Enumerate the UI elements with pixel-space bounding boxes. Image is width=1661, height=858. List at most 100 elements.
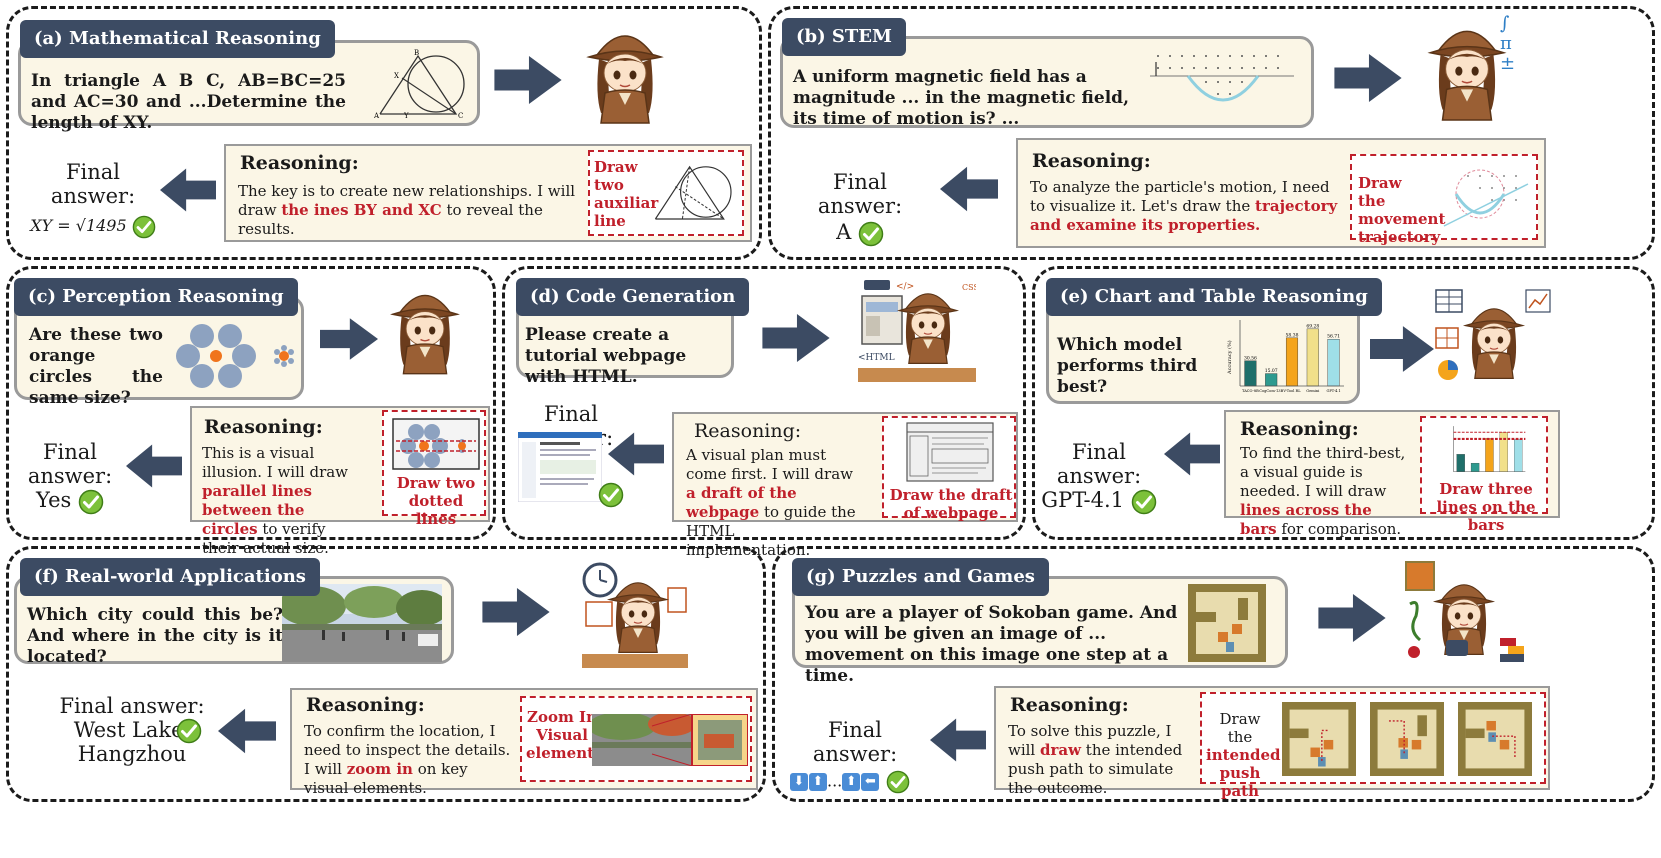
arrow-left-icon — [218, 708, 276, 754]
arrow-left-icon — [608, 432, 664, 476]
panel-f-draw-box: Zoom In Visual elements — [520, 696, 752, 782]
bar-Gemini — [1306, 328, 1319, 387]
panel-a — [6, 6, 762, 260]
svg-text:B: B — [414, 49, 419, 57]
check-icon — [858, 221, 884, 247]
gamer-detective-icon — [1405, 561, 1524, 662]
bar-category-label: V-Tool RL — [1282, 389, 1301, 393]
bar-GPT-4.1 — [1514, 439, 1523, 472]
panel-g-title: (g) Puzzles and Games — [792, 558, 1049, 596]
panel-e-draw-box: Draw three lines on the bars — [1420, 416, 1548, 534]
bar-value-label: 58.38 — [1286, 332, 1299, 338]
panel-a-question: In triangle A B C, AB=BC=25 and AC=30 an… — [31, 71, 346, 133]
panel-d-reasoning: A visual plan must come first. I will dr… — [686, 446, 856, 559]
final-answer-label: Final answer: — [1056, 440, 1142, 488]
bar-category-label: TACO-8B — [1242, 389, 1259, 393]
detective-character-icon — [575, 14, 675, 126]
arrow-left-icon — [126, 444, 182, 488]
key-up-icon: ⬆ — [809, 772, 827, 791]
panel-d-question: Please create a tutorial webpage with HT… — [525, 325, 687, 387]
bar-category-label: GPT-4.1 — [1327, 389, 1341, 393]
bar-V-Tool RL — [1285, 337, 1299, 387]
chart-ylabel: Accuracy (%) — [1226, 340, 1233, 375]
panel-a-final: Final answer: XY = √1495 — [26, 160, 160, 239]
final-answer-value-line-2: Hangzhou — [77, 742, 187, 766]
webpage-screenshot — [518, 432, 602, 502]
final-answer-label: Final answer: — [50, 160, 136, 208]
final-answer-label: Final answer: — [27, 440, 113, 488]
webpage-draft-sketch — [906, 422, 994, 482]
panel-e-title: (e) Chart and Table Reasoning — [1046, 278, 1382, 316]
bar-value-label: 69.28 — [1306, 323, 1319, 329]
panel-c — [6, 266, 496, 540]
panel-c-title: (c) Perception Reasoning — [14, 278, 298, 316]
panel-f-question: Which city could this be? And where in t… — [27, 605, 283, 667]
panel-b — [768, 6, 1655, 260]
ellipsis: ... — [827, 771, 843, 791]
check-icon — [132, 215, 156, 239]
check-icon — [176, 718, 202, 744]
draw-label: Zoom In Visual elements — [526, 708, 603, 762]
panel-b-draw-box: Draw the movement trajectory — [1350, 154, 1538, 246]
check-icon — [886, 770, 910, 794]
draw-label: Draw the draft of webpage — [889, 486, 1013, 522]
bar-value-label: 15.07 — [1265, 368, 1278, 374]
panel-g-reasoning: To solve this puzzle, I will draw the in… — [1008, 722, 1183, 797]
sokoban-path-board-3 — [1458, 702, 1532, 776]
final-answer-label: Final answer: — [812, 718, 898, 766]
bar-chart-with-lines — [1453, 426, 1526, 472]
bar-V-Tool RL — [1485, 438, 1494, 472]
key-down-icon: ⬇ — [790, 772, 808, 791]
draw-label: Draw the movement trajectory — [1358, 174, 1446, 246]
panel-c-reasoning: This is a visual illusion. I will draw p… — [202, 444, 349, 557]
bar-CogCom-13B — [1265, 373, 1278, 387]
svg-text:A: A — [374, 112, 380, 120]
geometry-figure: AB CX Y — [374, 49, 465, 120]
panel-g-final: Final answer: ⬇⬆...⬆⬅ — [790, 718, 920, 792]
panel-a-draw-box: Draw two auxiliar line — [588, 150, 744, 236]
svg-text:CSS: CSS — [962, 283, 976, 292]
final-answer-value: A — [836, 220, 852, 244]
check-icon — [78, 489, 104, 515]
panel-f — [6, 546, 766, 802]
arrow-right-icon — [320, 316, 378, 362]
svg-text:<HTML: <HTML — [858, 353, 895, 363]
coding-detective-icon: </> CSS <HTML — [858, 280, 976, 382]
reasoning-title: Reasoning: — [204, 416, 323, 438]
sokoban-path-board-2 — [1370, 702, 1444, 776]
panel-d-draw-box: Draw the draft of webpage — [882, 416, 1016, 522]
final-answer-value: Yes — [36, 488, 72, 512]
key-left-icon: ⬅ — [861, 772, 880, 791]
panel-g-question: You are a player of Sokoban game. And yo… — [805, 603, 1178, 686]
bar-value-label: 56.71 — [1327, 334, 1340, 340]
draw-label: Draw two dotted lines — [396, 474, 476, 528]
svg-text:X: X — [394, 72, 399, 80]
svg-text:</>: </> — [896, 282, 914, 292]
bar-value-label: 30.56 — [1244, 355, 1257, 361]
math-symbols-icon: ∫π± — [1500, 13, 1516, 74]
panel-e-question: Which model performs third best? — [1057, 335, 1198, 397]
final-answer-label: Final answer: — [59, 694, 205, 718]
key-up-icon: ⬆ — [842, 772, 861, 791]
bar-GPT-4.1 — [1327, 339, 1340, 387]
draw-label: Draw two auxiliar line — [594, 158, 659, 230]
magnetic-field-figure — [1150, 55, 1294, 102]
final-answer-value: GPT-4.1 — [1041, 488, 1124, 512]
reasoning-title: Reasoning: — [1032, 150, 1151, 172]
illusion-figure — [176, 324, 294, 388]
arrow-left-icon — [940, 166, 998, 212]
panel-f-title: (f) Real-world Applications — [20, 558, 320, 596]
final-answer-value-line-1: West Lake, — [73, 718, 191, 742]
arrow-right-icon — [1334, 54, 1402, 102]
panel-b-reasoning: To analyze the particle's motion, I need… — [1030, 178, 1338, 234]
arrow-right-icon — [1370, 326, 1434, 372]
svg-text:Y: Y — [403, 112, 409, 120]
draw-label: Draw three lines on the bars — [1436, 480, 1536, 534]
panel-f-reasoning: To confirm the location, I need to inspe… — [304, 722, 511, 797]
panel-e-reasoning: To find the third-best, a visual guide i… — [1240, 444, 1406, 538]
panel-d — [502, 266, 1026, 540]
panel-c-draw-box: Draw two dotted lines — [382, 410, 486, 528]
bar-CogCom-13B — [1470, 462, 1480, 472]
